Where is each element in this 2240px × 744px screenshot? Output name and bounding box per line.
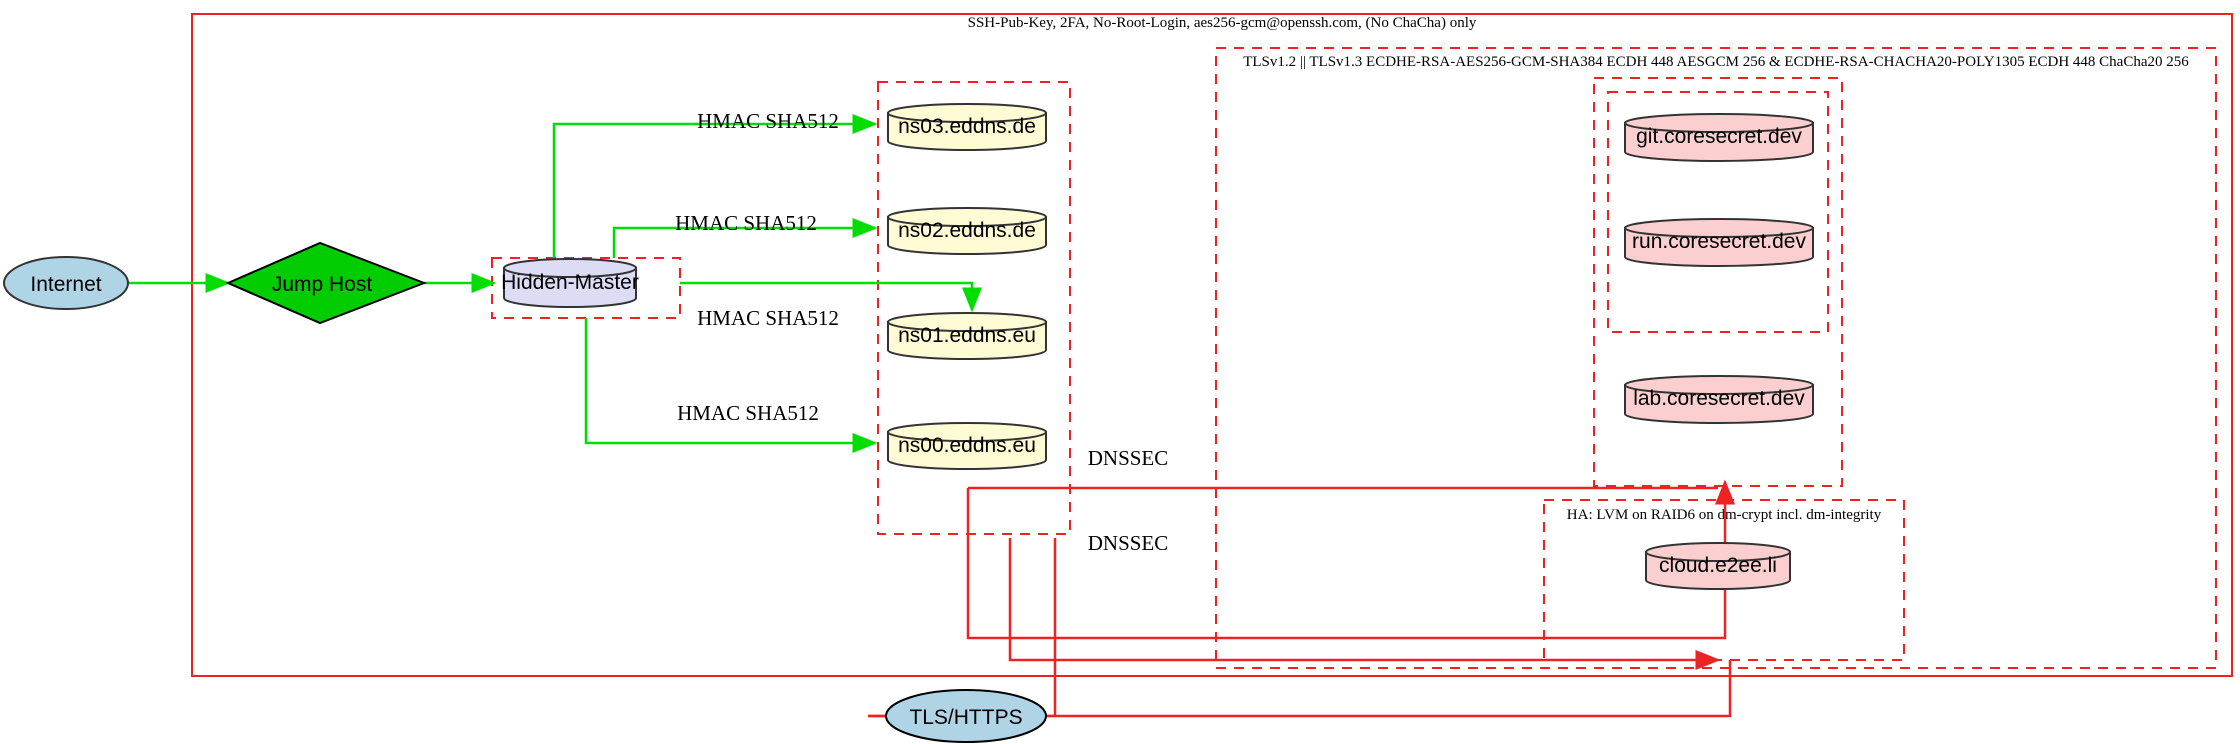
edge-dnssec-upper-label: DNSSEC xyxy=(1088,446,1169,470)
node-ns00-label: ns00.eddns.eu xyxy=(898,434,1036,457)
node-internet[interactable]: Internet xyxy=(3,256,129,310)
edge-master-to-ns02-label: HMAC SHA512 xyxy=(675,211,817,235)
cluster-git-run-box xyxy=(1607,91,1829,333)
node-run-coresecret-label: run.coresecret.dev xyxy=(1632,230,1806,253)
node-git-coresecret[interactable]: git.coresecret.dev xyxy=(1624,113,1814,162)
edge-master-to-ns03-label: HMAC SHA512 xyxy=(697,109,839,133)
node-cloud-e2ee[interactable]: cloud.e2ee.li xyxy=(1645,542,1791,590)
edge-dnssec-lower: DNSSEC xyxy=(1008,531,1721,670)
node-lab-coresecret[interactable]: lab.coresecret.dev xyxy=(1624,375,1814,424)
node-hidden-master[interactable]: Hidden-Master xyxy=(501,258,639,308)
node-lab-coresecret-label: lab.coresecret.dev xyxy=(1633,387,1805,410)
edge-master-to-ns01-label: HMAC SHA512 xyxy=(697,306,839,330)
node-jump-host[interactable]: Jump Host xyxy=(225,241,427,325)
node-ns01[interactable]: ns01.eddns.eu xyxy=(887,312,1047,360)
edge-dnssec-upper: DNSSEC xyxy=(966,446,1735,640)
edge-master-to-ns03: HMAC SHA512 xyxy=(552,109,878,258)
node-jump-host-label: Jump Host xyxy=(272,273,373,296)
cluster-ssh-boundary xyxy=(191,13,2233,677)
edge-master-to-ns01: HMAC SHA512 xyxy=(680,281,982,330)
node-ns00[interactable]: ns00.eddns.eu xyxy=(887,422,1047,470)
node-ns03[interactable]: ns03.eddns.de xyxy=(887,103,1047,151)
edge-master-to-ns00: HMAC SHA512 xyxy=(584,318,878,453)
node-internet-label: Internet xyxy=(30,273,101,296)
node-ns02-label: ns02.eddns.de xyxy=(898,219,1036,242)
cluster-dns-servers-box xyxy=(877,81,1071,535)
node-git-coresecret-label: git.coresecret.dev xyxy=(1636,125,1802,148)
node-tls-https-label: TLS/HTTPS xyxy=(909,706,1022,729)
cluster-ssh-boundary-label: SSH-Pub-Key, 2FA, No-Root-Login, aes256-… xyxy=(968,15,1477,31)
edge-master-to-ns02: HMAC SHA512 xyxy=(612,211,878,258)
cluster-tls-boundary-label: TLSv1.2 || TLSv1.3 ECDHE-RSA-AES256-GCM-… xyxy=(1243,54,2189,70)
edge-dnssec-lower-label: DNSSEC xyxy=(1088,531,1169,555)
node-run-coresecret[interactable]: run.coresecret.dev xyxy=(1624,218,1814,267)
node-ns03-label: ns03.eddns.de xyxy=(898,115,1036,138)
edge-master-to-ns00-label: HMAC SHA512 xyxy=(677,401,819,425)
node-cloud-e2ee-label: cloud.e2ee.li xyxy=(1659,554,1777,577)
node-tls-https[interactable]: TLS/HTTPS xyxy=(885,689,1047,743)
node-ns02[interactable]: ns02.eddns.de xyxy=(887,207,1047,255)
node-hidden-master-label: Hidden-Master xyxy=(501,271,639,294)
node-ns01-label: ns01.eddns.eu xyxy=(898,324,1036,347)
